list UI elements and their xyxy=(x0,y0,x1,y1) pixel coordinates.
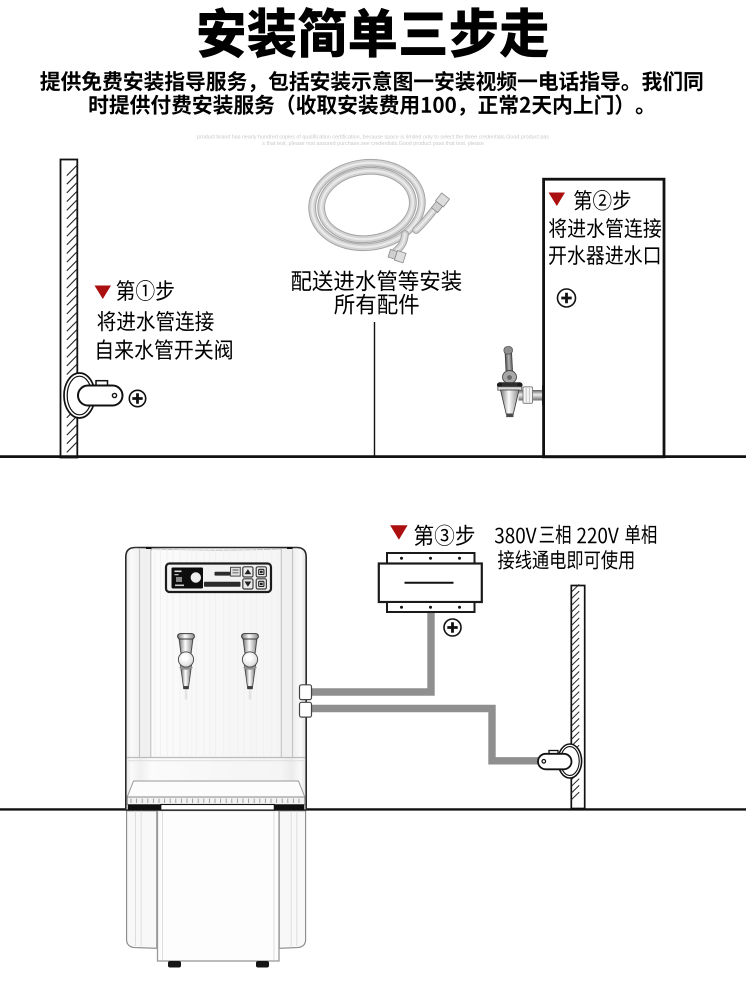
svg-text:s that test, please rest assur: s that test, please rest assured purchas… xyxy=(262,141,483,147)
svg-text:product brand has nearly hundr: product brand has nearly hundred copies … xyxy=(197,135,549,141)
